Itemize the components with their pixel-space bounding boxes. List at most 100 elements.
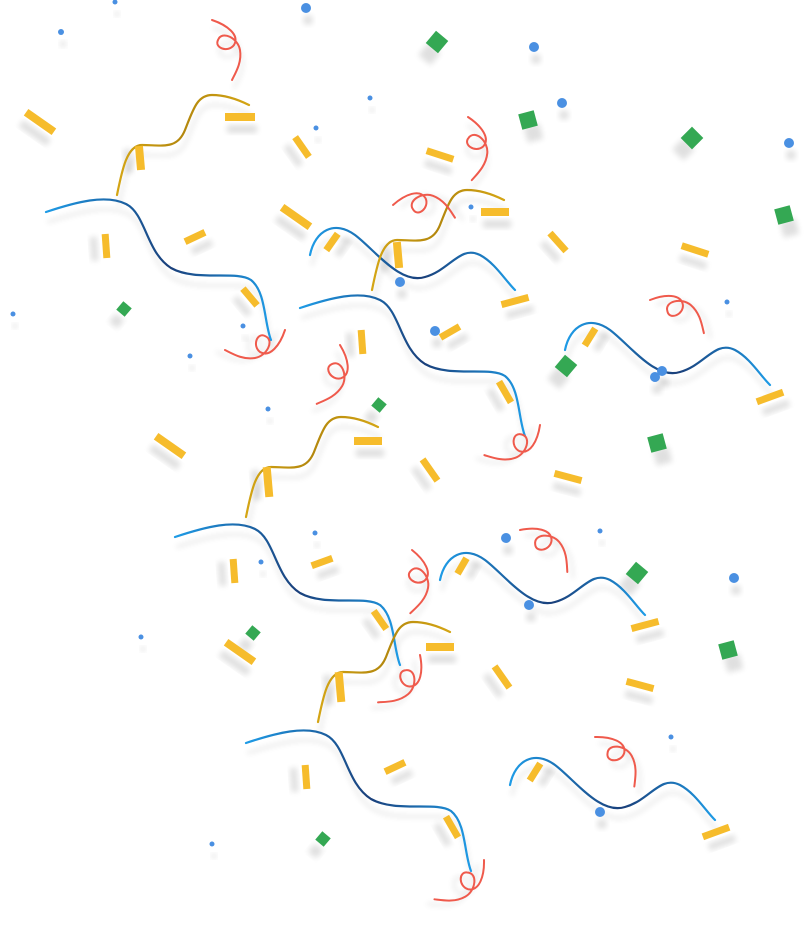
paper-strip-icon — [323, 231, 341, 253]
dot-confetti-icon — [301, 3, 311, 13]
paper-strip-icon — [581, 326, 599, 348]
curly-ribbon-icon — [483, 424, 541, 461]
square-confetti-icon — [774, 205, 794, 225]
paper-strip-icon — [425, 147, 455, 163]
dot-confetti-icon — [597, 528, 603, 534]
dot-confetti-icon — [657, 366, 667, 376]
dot-confetti-icon — [187, 353, 193, 359]
square-confetti-icon — [116, 301, 132, 317]
paper-strip-icon — [279, 203, 313, 231]
paper-strip-icon — [354, 437, 382, 445]
paper-strip-icon — [454, 556, 470, 576]
wavy-streamer-icon — [316, 620, 452, 724]
paper-strip-icon — [442, 814, 462, 840]
square-confetti-icon — [554, 354, 578, 378]
curly-ribbon-icon — [211, 19, 242, 81]
paper-strip-icon — [229, 558, 239, 584]
dot-confetti-icon — [650, 372, 660, 382]
paper-strip-icon — [755, 388, 785, 406]
wavy-streamer-icon — [115, 93, 251, 197]
square-confetti-icon — [425, 30, 449, 54]
paper-strip-icon — [426, 643, 454, 651]
paper-strip-icon — [183, 229, 207, 245]
curly-ribbon-icon — [377, 654, 423, 704]
dot-confetti-icon — [10, 311, 16, 317]
curly-ribbon-icon — [224, 329, 286, 360]
dot-confetti-icon — [468, 204, 474, 210]
dot-confetti-icon — [524, 600, 534, 610]
square-confetti-icon — [518, 110, 538, 130]
dot-confetti-icon — [595, 807, 605, 817]
paper-strip-icon — [526, 761, 544, 783]
paper-strip-icon — [225, 113, 255, 121]
square-confetti-icon — [625, 561, 649, 585]
wavy-streamer-icon — [244, 415, 380, 519]
paper-strip-icon — [101, 233, 111, 259]
wavy-streamer-icon — [438, 551, 647, 617]
dot-confetti-icon — [557, 98, 567, 108]
dot-confetti-icon — [529, 42, 539, 52]
curly-ribbon-icon — [594, 735, 637, 788]
paper-strip-icon — [392, 241, 404, 269]
dot-confetti-icon — [209, 841, 215, 847]
curly-ribbon-icon — [466, 116, 489, 182]
curly-ribbon-icon — [433, 859, 486, 902]
paper-strip-icon — [240, 286, 260, 308]
wavy-streamer-icon — [298, 294, 527, 438]
wavy-streamer-icon — [563, 321, 772, 387]
dot-confetti-icon — [112, 0, 118, 5]
square-confetti-icon — [371, 397, 387, 413]
dot-confetti-icon — [430, 326, 440, 336]
paper-strip-icon — [334, 671, 346, 703]
paper-strip-icon — [500, 293, 530, 309]
wavy-streamer-icon — [244, 729, 473, 873]
paper-strip-icon — [134, 145, 146, 171]
square-confetti-icon — [315, 831, 331, 847]
paper-strip-icon — [625, 677, 655, 693]
paper-strip-icon — [301, 764, 311, 790]
curly-ribbon-icon — [407, 549, 430, 615]
paper-strip-icon — [630, 617, 660, 633]
dot-confetti-icon — [724, 299, 730, 305]
square-confetti-icon — [647, 433, 667, 453]
dot-confetti-icon — [367, 95, 373, 101]
paper-strip-icon — [547, 230, 569, 254]
dot-confetti-icon — [668, 734, 674, 740]
paper-strip-icon — [223, 638, 257, 666]
paper-strip-icon — [481, 208, 509, 216]
paper-strip-icon — [262, 466, 274, 498]
square-confetti-icon — [718, 640, 738, 660]
paper-strip-icon — [310, 554, 334, 570]
paper-strip-icon — [23, 108, 57, 136]
paper-strip-icon — [491, 664, 513, 690]
dot-confetti-icon — [138, 634, 144, 640]
wavy-streamer-icon — [370, 188, 506, 292]
confetti-layer — [10, 0, 794, 902]
curly-ribbon-icon — [315, 344, 349, 405]
dot-confetti-icon — [729, 573, 739, 583]
dot-confetti-icon — [258, 559, 264, 565]
shadow-layer — [12, 11, 800, 907]
paper-strip-icon — [438, 323, 462, 341]
dot-confetti-icon — [313, 125, 319, 131]
paper-strip-icon — [495, 379, 515, 405]
paper-strip-icon — [680, 242, 710, 258]
wavy-streamer-icon — [308, 226, 517, 292]
paper-strip-icon — [419, 457, 441, 483]
dot-confetti-icon — [501, 533, 511, 543]
curly-ribbon-icon — [392, 192, 456, 219]
paper-strip-icon — [553, 469, 583, 485]
paper-strip-icon — [383, 759, 407, 775]
paper-strip-icon — [153, 432, 187, 460]
dot-confetti-icon — [784, 138, 794, 148]
dot-confetti-icon — [58, 29, 64, 35]
curly-ribbon-icon — [649, 294, 705, 335]
dot-confetti-icon — [312, 530, 318, 536]
dot-confetti-icon — [265, 406, 271, 412]
wavy-streamer-icon — [44, 198, 273, 342]
dot-confetti-icon — [395, 277, 405, 287]
dot-confetti-icon — [240, 323, 246, 329]
paper-strip-icon — [292, 135, 312, 159]
curly-ribbon-icon — [519, 527, 569, 573]
